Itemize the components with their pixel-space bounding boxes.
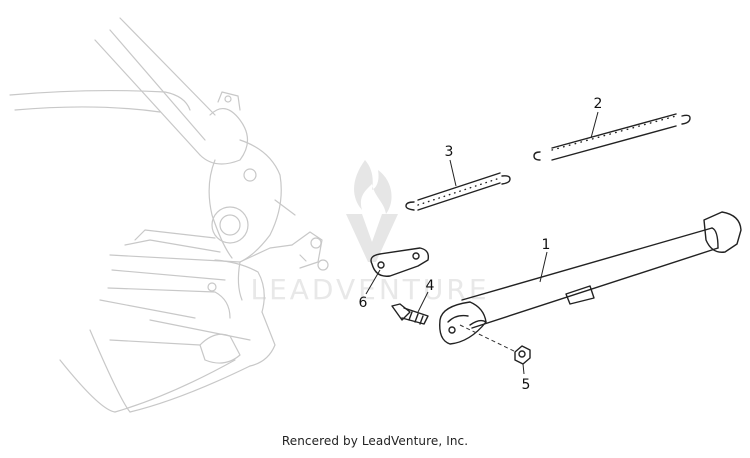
frame-illustration [9,17,329,413]
watermark-text: LEADVENTURE [250,273,489,306]
assembly-line [459,324,517,353]
callout-1: 1 [542,237,551,253]
callout-6: 6 [359,295,368,311]
nut [514,345,531,365]
callout-4: 4 [426,278,435,294]
render-credit: Rencered by LeadVenture, Inc. [281,434,469,448]
spring-outer [533,113,691,161]
plate [370,247,430,277]
watermark-logo: LEADVENTURE [250,160,489,306]
callout-5: 5 [522,377,531,393]
callouts: 1 2 3 4 5 6 [359,96,603,393]
spring-inner [405,172,511,211]
pivot-bolt [391,303,429,325]
callout-3: 3 [445,144,454,160]
side-stand [439,211,742,345]
leader-lines [365,111,599,375]
callout-2: 2 [594,96,603,112]
